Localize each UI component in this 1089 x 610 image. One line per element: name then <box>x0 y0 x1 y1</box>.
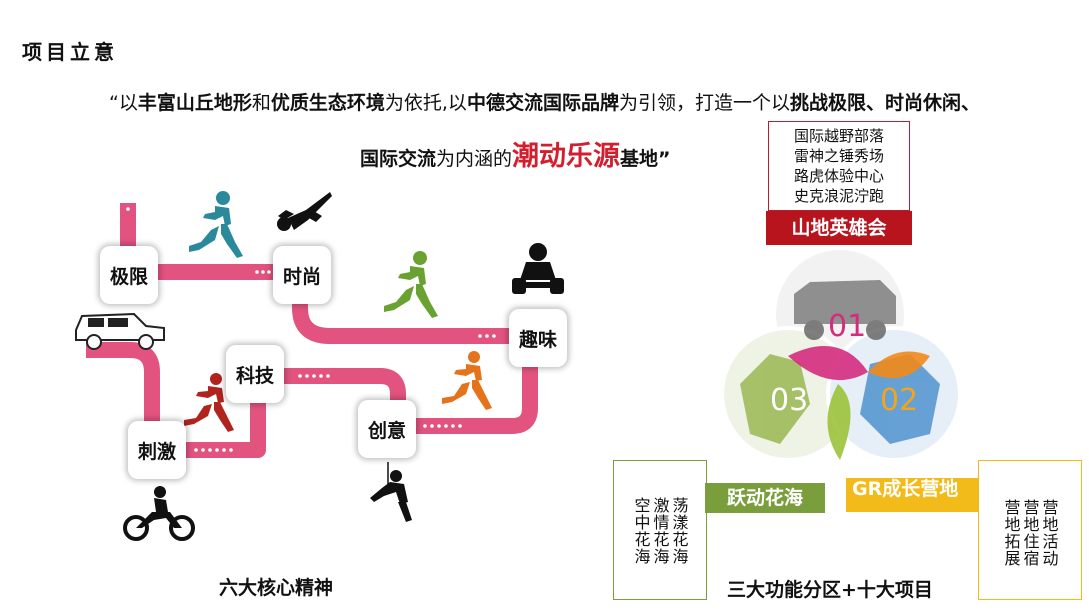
spirit-label: 极限 <box>109 265 148 288</box>
project-item: 荡漾花海 <box>669 497 689 565</box>
spirit-label: 时尚 <box>282 265 321 288</box>
kart-icon <box>512 243 564 294</box>
quote-text: 为依托,以 <box>384 92 467 114</box>
zone-tag-flower: 跃动花海 <box>705 483 825 513</box>
quote-bold: 中德交流国际品牌 <box>466 92 619 114</box>
project-item: 雷神之锤秀场 <box>793 147 884 165</box>
mission-statement-line2: 国际交流为内涵的潮动乐源基地” <box>360 134 671 173</box>
runner-icon <box>189 191 243 258</box>
project-item: 营地活动 <box>1039 499 1059 567</box>
spirit-label: 科技 <box>235 364 274 387</box>
quote-bold: 国际交流 <box>360 148 437 170</box>
suv-icon <box>75 312 165 350</box>
spirit-node-keji: 科技 <box>226 345 284 403</box>
spirits-caption: 六大核心精神 <box>219 577 334 599</box>
highlight-slogan: 潮动乐源 <box>512 141 621 172</box>
spirit-node-shishang: 时尚 <box>273 246 331 304</box>
zone-number-01: 01 <box>828 309 866 344</box>
spirit-label: 刺激 <box>137 440 176 463</box>
spirit-node-jixian: 极限 <box>100 246 158 304</box>
quote-bold: 丰富山丘地形 <box>137 92 252 114</box>
spirit-label: 趣味 <box>518 328 557 351</box>
zone-number-02: 02 <box>880 383 918 418</box>
quote-bold: 优质生态环境 <box>270 92 385 114</box>
quote-text: 和 <box>251 92 271 114</box>
quote-text: 为内涵的 <box>436 148 513 170</box>
mission-statement-line1: “以丰富山丘地形和优质生态环境为依托,以中德交流国际品牌为引领，打造一个以挑战极… <box>0 88 1089 115</box>
project-item: 路虎体验中心 <box>793 167 884 185</box>
project-item: 空中花海 <box>631 497 651 565</box>
project-item: 营地住宿 <box>1020 499 1040 567</box>
zone-tag-hero: 山地英雄会 <box>766 211 912 245</box>
quote-bold: 挑战极限、时尚休闲、 <box>789 92 980 114</box>
skydiver-icon <box>277 192 332 231</box>
zone-tag-camp: GR成长营地 <box>846 478 984 512</box>
project-item: 史克浪泥泞跑 <box>793 187 884 205</box>
quote-bold: 基地” <box>620 148 671 170</box>
flower-zone-items: 空中花海 激情花海 荡漾花海 <box>614 461 706 565</box>
quote-text: “以 <box>109 92 138 114</box>
flower-zone-box: 空中花海 激情花海 荡漾花海 <box>613 460 707 600</box>
spirit-label: 创意 <box>367 419 406 442</box>
motocross-icon <box>123 486 195 541</box>
zone-number-03: 03 <box>770 383 808 418</box>
spirit-node-ciji: 刺激 <box>128 421 186 479</box>
spirit-node-quwei: 趣味 <box>509 309 567 367</box>
runner-icon <box>184 373 234 432</box>
project-item: 营地拓展 <box>1001 499 1021 567</box>
section-title: 项目立意 <box>22 40 118 64</box>
camp-zone-items: 营地拓展 营地住宿 营地活动 <box>979 461 1081 567</box>
hero-zone-list: 国际越野部落 雷神之锤秀场 路虎体验中心 史克浪泥泞跑 <box>768 121 910 211</box>
zones-caption: 三大功能分区+十大项目 <box>727 579 933 601</box>
project-item: 激情花海 <box>650 497 670 565</box>
project-item: 国际越野部落 <box>793 127 884 145</box>
climber-icon <box>370 462 412 522</box>
quote-text: 为引领，打造一个以 <box>618 92 790 114</box>
runner-icon <box>442 351 492 410</box>
zone-venn-diagram: 01 03 02 <box>720 246 962 462</box>
runner-icon <box>384 251 438 318</box>
camp-zone-box: 营地拓展 营地住宿 营地活动 <box>978 460 1082 600</box>
spirit-node-chuangyi: 创意 <box>358 400 416 458</box>
